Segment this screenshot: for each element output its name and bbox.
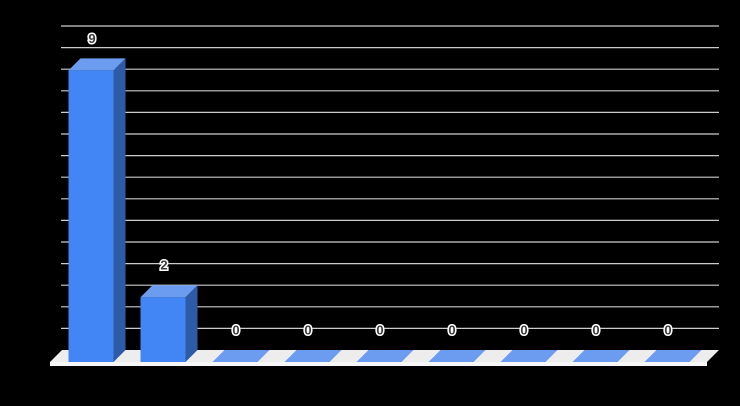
bar-column-4[interactable]: 0 <box>356 321 414 363</box>
bar-column-8[interactable]: 0 <box>644 321 702 363</box>
bar-top-face[interactable] <box>500 350 558 362</box>
value-label: 0 <box>232 323 239 338</box>
bar-top-face[interactable] <box>68 58 126 71</box>
bar-column-0[interactable]: 9 <box>68 29 126 363</box>
bar-front-face[interactable] <box>68 70 114 363</box>
bar-front-face[interactable] <box>140 297 186 362</box>
bar-column-7[interactable]: 0 <box>572 321 630 363</box>
value-label: 0 <box>304 323 311 338</box>
bar-top-face[interactable] <box>212 350 270 362</box>
bar-side-face[interactable] <box>113 58 126 363</box>
bar-top-face[interactable] <box>644 350 702 362</box>
bar-column-2[interactable]: 0 <box>212 321 270 363</box>
bar-top-face[interactable] <box>428 350 486 362</box>
gridlines-group <box>61 25 719 329</box>
bar-top-face[interactable] <box>356 350 414 362</box>
floor-front-face <box>50 362 707 366</box>
bar-top-face[interactable] <box>140 285 198 298</box>
value-label: 2 <box>160 258 167 273</box>
value-label: 0 <box>592 323 599 338</box>
bar-top-face[interactable] <box>572 350 630 362</box>
bar-top-face[interactable] <box>284 350 342 362</box>
value-label: 0 <box>520 323 527 338</box>
bar-column-6[interactable]: 0 <box>500 321 558 363</box>
bar-column-3[interactable]: 0 <box>284 321 342 363</box>
bar-column-5[interactable]: 0 <box>428 321 486 363</box>
bar-column-1[interactable]: 2 <box>140 256 198 362</box>
value-label: 0 <box>448 323 455 338</box>
value-label: 0 <box>376 323 383 338</box>
bar-side-face[interactable] <box>185 285 198 362</box>
value-label: 9 <box>88 31 95 46</box>
value-label: 0 <box>664 323 671 338</box>
